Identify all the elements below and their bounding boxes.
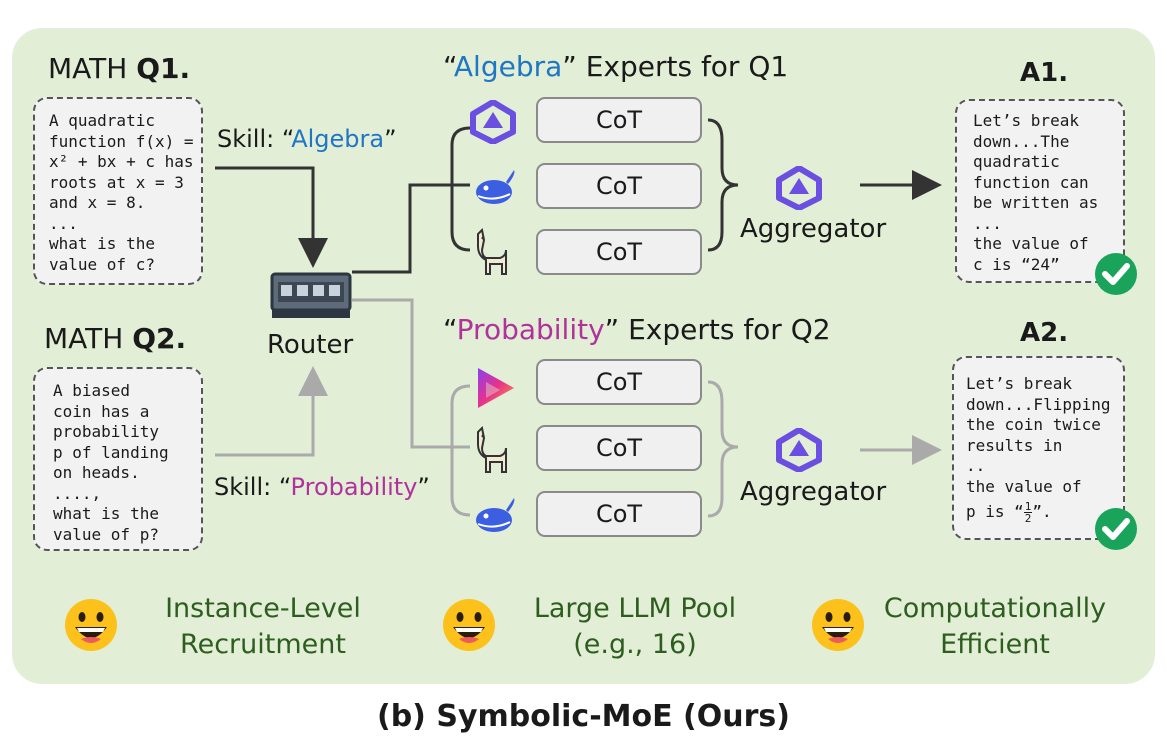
q2-skill-label: Skill: “Probability” [214,473,430,501]
experts2-cot-3: CoT [536,491,702,537]
aggregator1-qwen-icon [776,166,822,210]
feature-3-line2: Efficient [940,629,1050,660]
grinning-face-icon [63,597,119,653]
experts1-brace [707,118,739,252]
figure-caption: (b) Symbolic-MoE (Ours) [377,699,790,734]
a2-answer-box: Let’s break down...Flipping the coin twi… [952,356,1125,540]
experts1-fan [450,126,471,252]
experts2-cot-1: CoT [536,359,702,405]
router-to-experts1-line [352,183,470,274]
feature-efficient: Computationally Efficient [860,591,1130,663]
a2-title: A2. [1020,318,1069,348]
router-label: Router [267,330,354,360]
feature-instance-level: Instance-Level Recruitment [128,591,398,663]
feature-1-line2: Recruitment [180,629,346,660]
llama-icon [474,424,514,474]
qwen-icon [470,100,516,144]
a1-title: A1. [1020,58,1069,88]
aggregator1-label: Aggregator [740,214,887,244]
q2-question-text: A biased coin has a probability p of lan… [53,381,169,544]
feature-2-line1: Large LLM Pool [533,593,737,624]
feature-llm-pool: Large LLM Pool (e.g., 16) [500,591,770,663]
a1-answer-text: Let’s break down...The quadratic functio… [973,111,1099,274]
a2-answer-text: Let’s break down...Flipping the coin twi… [966,374,1111,496]
q1-title: MATH Q1. [48,52,191,85]
grinning-face-icon [810,597,866,653]
aggregator2-label: Aggregator [740,477,887,507]
q1-to-router-line [215,166,328,268]
experts1-title: “Algebra” Experts for Q1 [443,50,789,83]
q1-question-box: A quadratic function f(x) = x² + bx + c … [33,97,203,285]
q2-title: MATH Q2. [44,322,187,355]
experts2-brace [707,380,739,518]
q1-question-text: A quadratic function f(x) = x² + bx + c … [49,111,194,274]
llama-icon [474,226,514,276]
a1-answer-box: Let’s break down...The quadratic functio… [955,99,1125,283]
aggregator2-qwen-icon [776,428,822,472]
a2-frac-num: 1 [1023,500,1033,513]
check-icon [1094,507,1138,551]
feature-2-line2: (e.g., 16) [573,629,697,660]
q2-question-box: A biased coin has a probability p of lan… [33,367,203,551]
feature-3-line1: Computationally [883,593,1107,624]
deepseek-whale-icon [472,168,518,208]
experts1-cot-3: CoT [536,229,702,275]
experts1-cot-2: CoT [536,163,702,209]
triangle-logo-icon [472,364,518,410]
router-to-experts2-line [352,298,470,449]
a2-frac-den: 2 [1024,512,1032,525]
q1-skill-label: Skill: “Algebra” [217,125,397,153]
check-icon [1094,252,1138,296]
grinning-face-icon [441,597,497,653]
experts2-title: “Probability” Experts for Q2 [443,313,831,346]
experts1-cot-1: CoT [536,97,702,143]
q2-to-router-line [215,366,328,457]
feature-1-line1: Instance-Level [165,593,361,624]
deepseek-whale-icon [472,496,518,536]
experts2-fan [450,384,471,517]
router-icon [270,268,352,324]
experts2-cot-2: CoT [536,425,702,471]
